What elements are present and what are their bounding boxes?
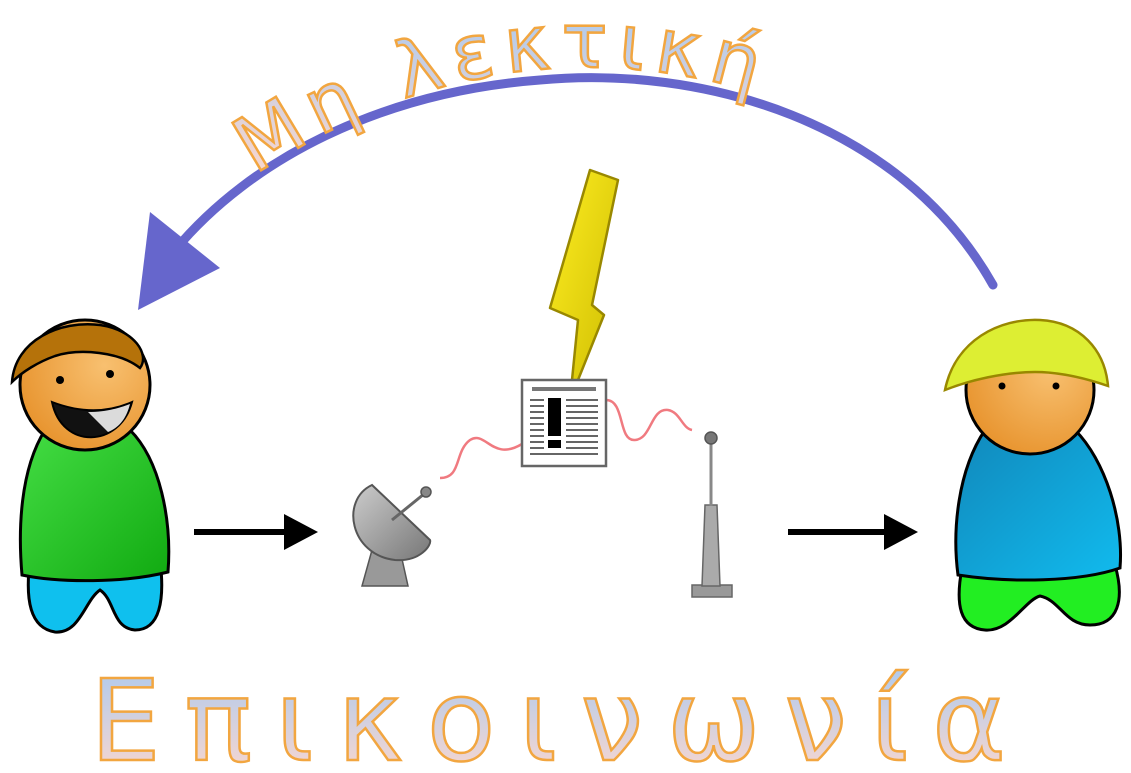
feedback-arc [138,73,998,310]
arc-arrow-head [138,212,220,310]
alert-document-icon [520,378,608,468]
signal-wave-left [439,436,523,480]
antenna-tower-icon [691,431,733,598]
top-title: Μη λεκτική [218,0,781,190]
bottom-title-text: Επικοινωνία [90,657,1040,773]
sender-arrow [194,514,318,550]
receiver-arrow [788,514,918,550]
signal-wave-right [605,398,693,442]
bottom-title: Επικοινωνία [90,657,1040,773]
top-title-text: Μη λεκτική [218,0,781,190]
lightning-bolt-icon [548,168,620,402]
receiver-person-icon [943,318,1123,632]
sender-person-icon [10,318,171,634]
satellite-dish-icon [352,483,432,587]
